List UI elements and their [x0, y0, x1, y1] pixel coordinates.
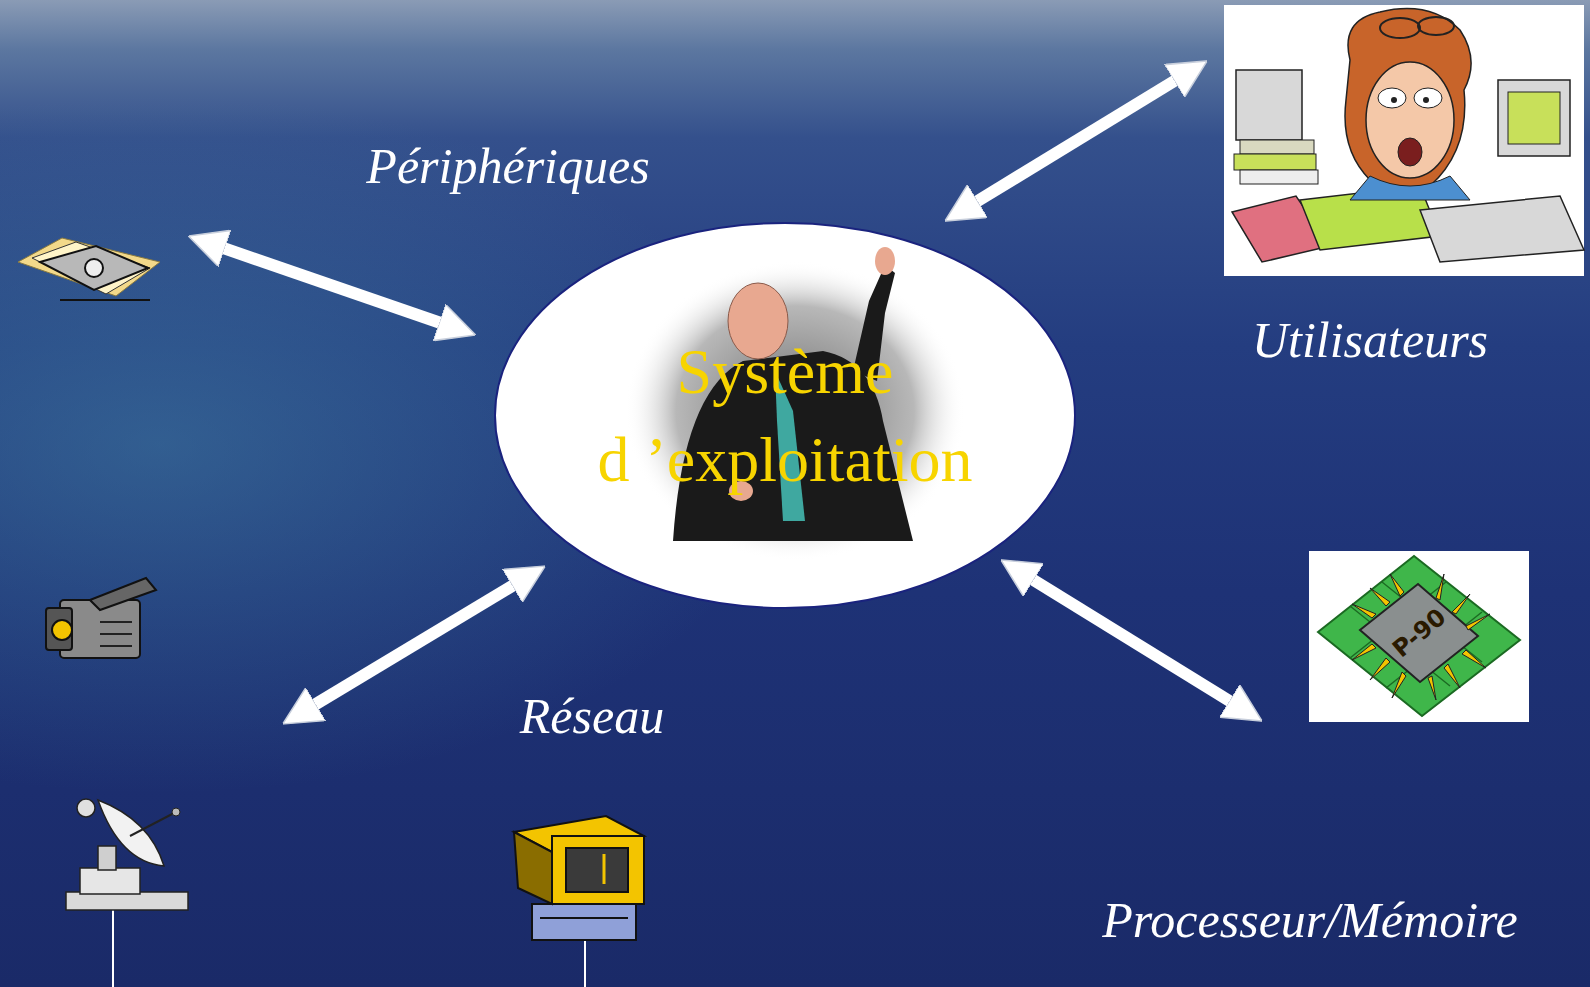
double-arrow [296, 574, 532, 716]
os-ellipse: Système d ’exploitation [493, 221, 1077, 610]
satellite-dish-icon [66, 799, 188, 987]
processor-chip [1309, 551, 1529, 722]
computer-icon [514, 816, 644, 987]
region-label: Processeur/Mémoire [1102, 893, 1518, 948]
floppy-icon [18, 238, 160, 300]
region-label: Utilisateurs [1252, 313, 1488, 368]
region-label: Périphériques [366, 139, 649, 194]
ellipse-outline [493, 221, 1077, 610]
double-arrow [203, 241, 461, 330]
double-arrow [1014, 568, 1249, 713]
camcorder-icon [46, 578, 156, 658]
double-arrow [958, 69, 1194, 213]
user-cartoon [1224, 5, 1584, 276]
region-label: Réseau [520, 689, 664, 744]
node-title: Système d ’exploitation [525, 327, 1045, 504]
